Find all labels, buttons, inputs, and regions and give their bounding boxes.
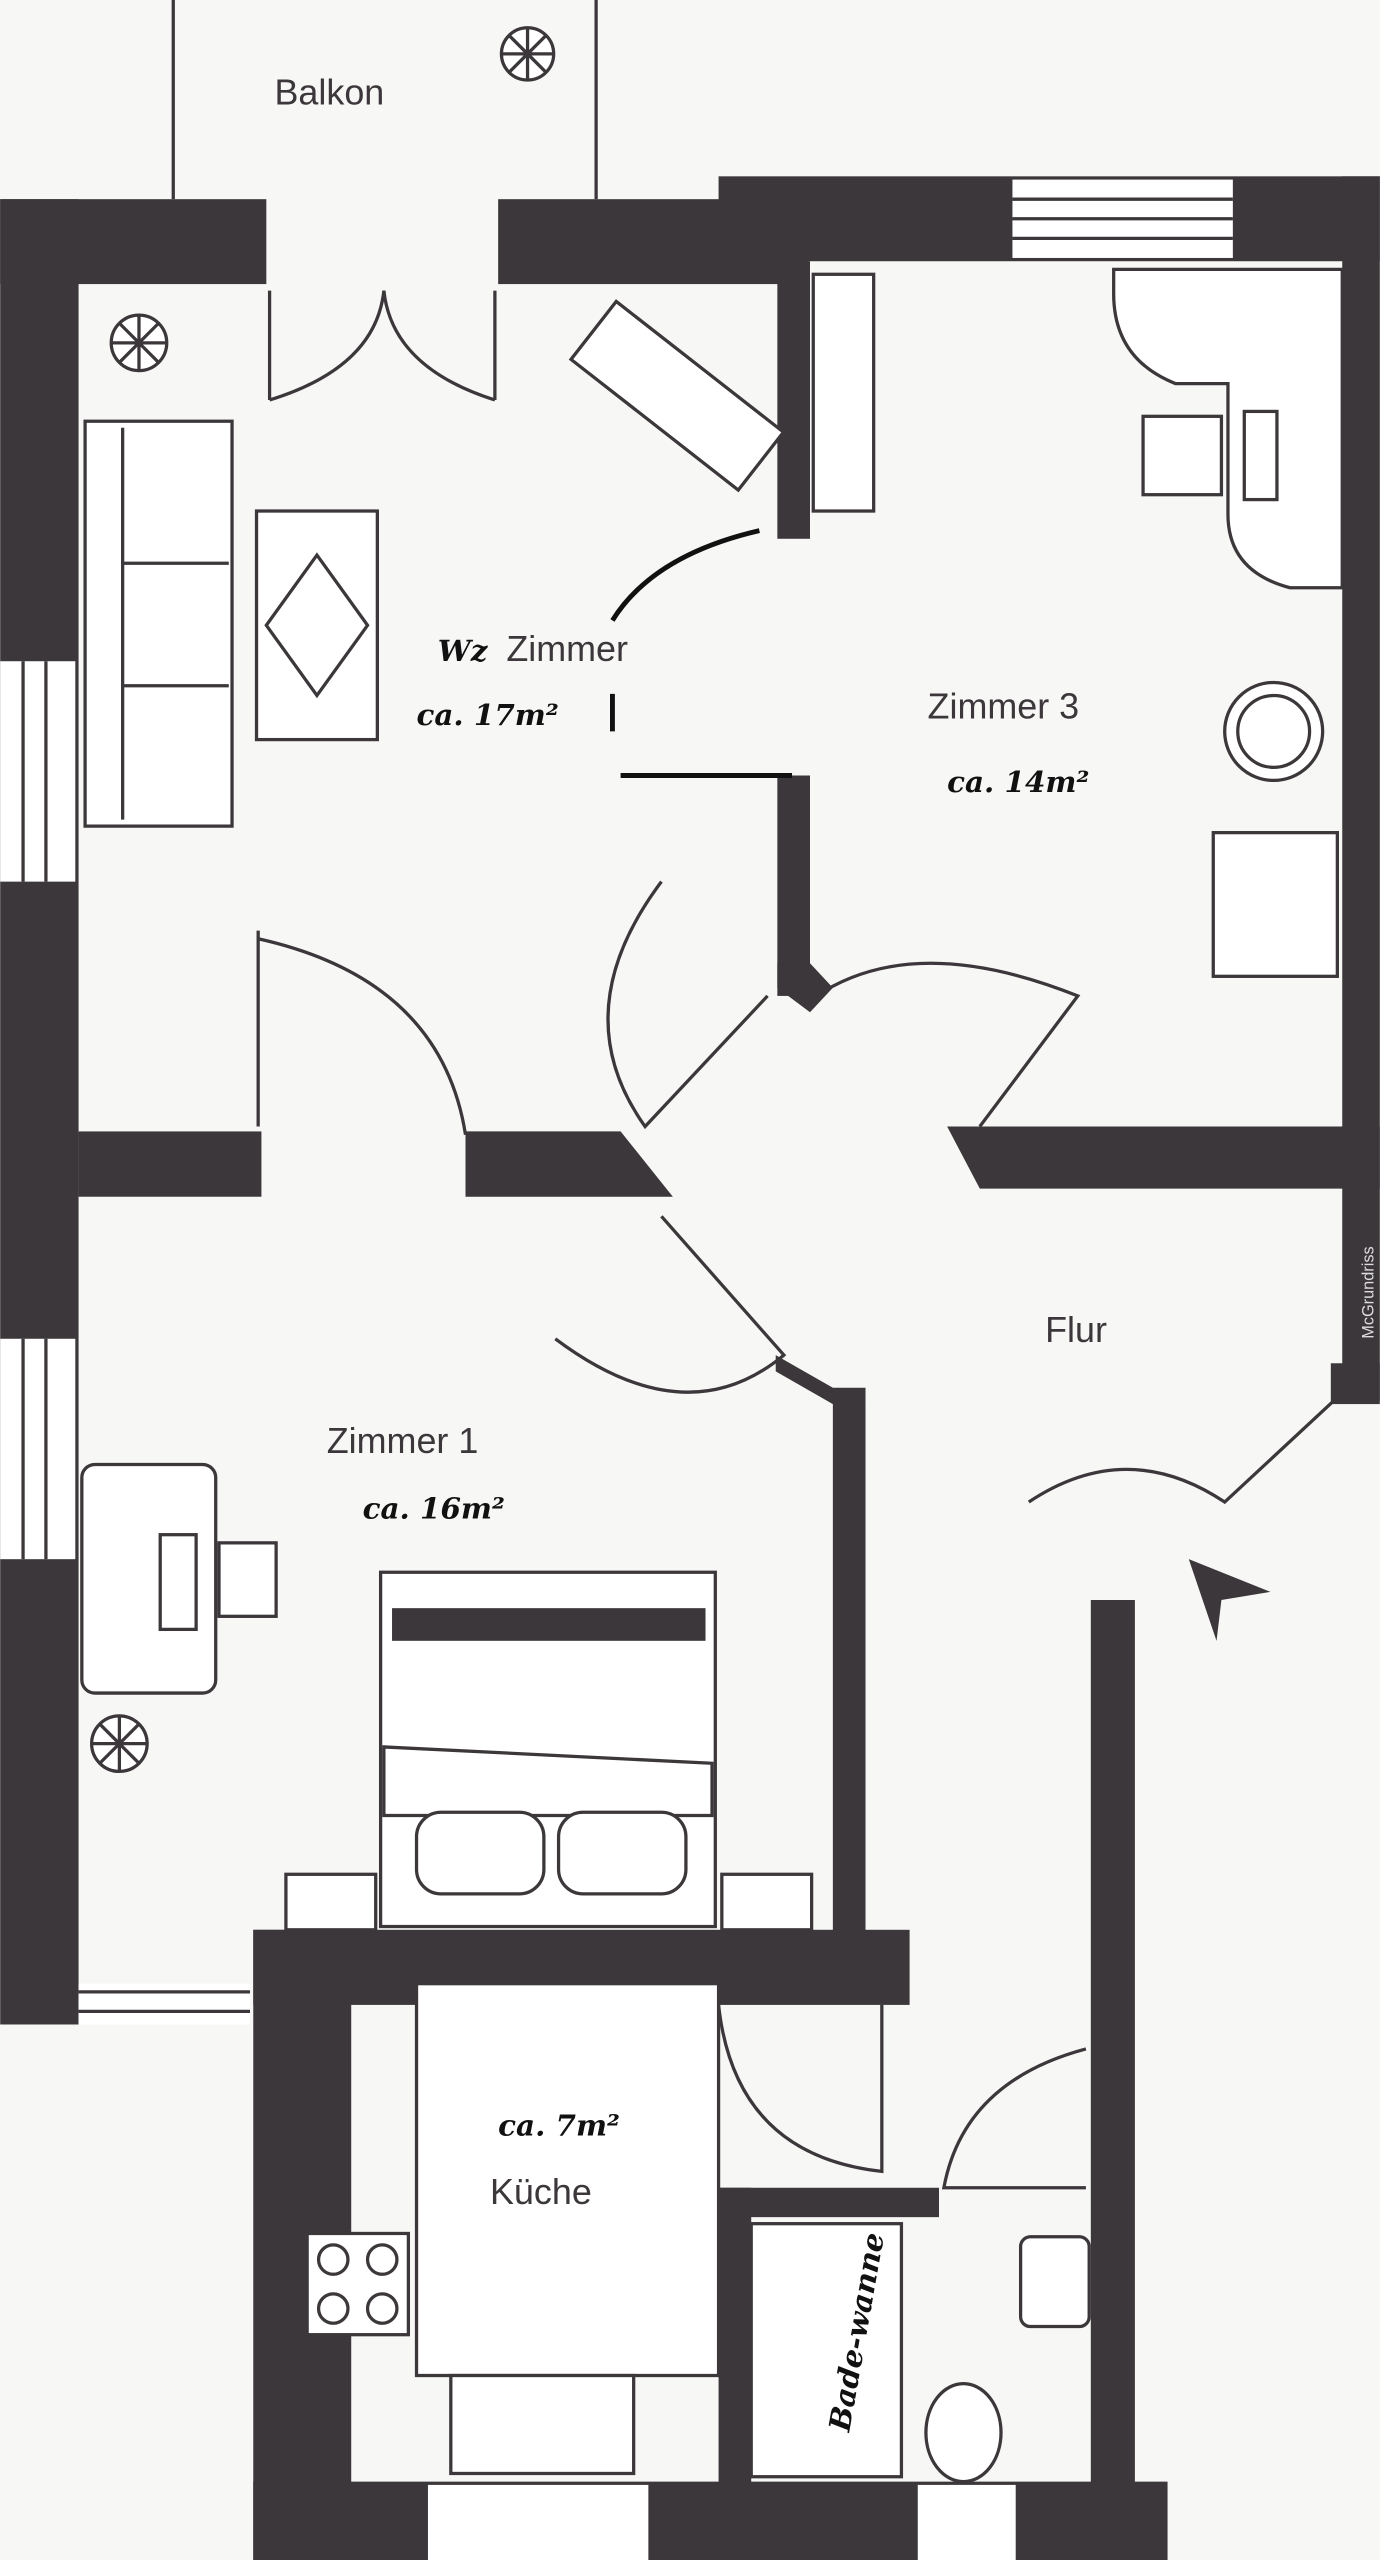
room-area-room3: ca. 14m² [947, 764, 1089, 799]
nightstand [284, 1872, 378, 1932]
washbasin [1018, 2235, 1091, 2329]
room-prefix-living: Wz [438, 633, 489, 668]
room-label-balcony: Balkon [274, 71, 384, 112]
tv-stand [568, 299, 786, 493]
handwritten-wall-sketch [610, 528, 793, 778]
room-label-kitchen: Küche [490, 2171, 592, 2212]
sofa [83, 419, 234, 828]
balcony [171, 0, 598, 200]
bathtub [749, 2222, 904, 2479]
room-area-living: ca. 17m² [417, 697, 559, 732]
walls [0, 176, 1380, 2560]
window [0, 661, 76, 882]
plant-icon [499, 26, 556, 82]
nightstand [720, 1872, 814, 1932]
shelf [811, 272, 876, 513]
furniture [80, 267, 1344, 2484]
sink [449, 2373, 636, 2476]
entrance-arrow-icon [1188, 1559, 1271, 1641]
room-area-room1: ca. 16m² [363, 1490, 505, 1525]
room-label-room3: Zimmer 3 [928, 685, 1080, 726]
plant-icon [90, 1714, 149, 1774]
desk [80, 1462, 218, 1695]
toilet [924, 2382, 1003, 2484]
keyboard [158, 1533, 198, 1632]
desk [1112, 267, 1344, 590]
chair [1141, 414, 1224, 497]
room-label-room1: Zimmer 1 [327, 1420, 479, 1461]
room-label-living: Zimmer [506, 628, 628, 669]
armchair [1211, 831, 1339, 978]
keyboard [1242, 409, 1279, 502]
watermark: McGrundriss [1359, 1246, 1377, 1338]
room-area-kitchen: ca. 7m² [498, 2108, 620, 2143]
plant-icon [109, 313, 169, 373]
doors [256, 290, 1341, 2190]
kitchen-counter [414, 1982, 721, 2378]
room-label-hallway: Flur [1045, 1309, 1107, 1350]
window [0, 1338, 76, 1560]
chair [217, 1541, 278, 1618]
